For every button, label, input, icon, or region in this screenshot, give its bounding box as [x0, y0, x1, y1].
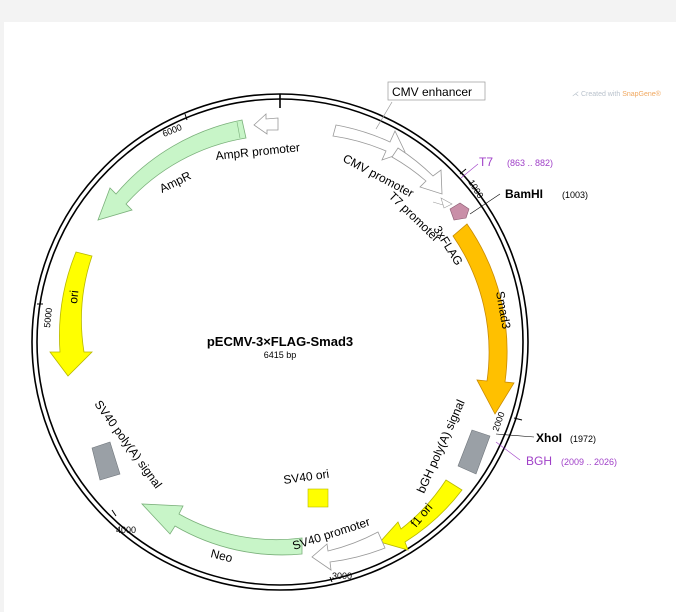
- bgh-site-leader: [495, 441, 521, 461]
- snapgene-credit: ⋌ Created with SnapGene®: [572, 90, 661, 98]
- page-card: ⋌ Created with SnapGene® 1000 2000 3000 …: [4, 22, 676, 612]
- sv40-promoter-arrow: [311, 531, 386, 571]
- tick-mark-4000: [111, 509, 117, 517]
- snapgene-logo-icon: ⋌: [572, 91, 581, 98]
- credit-brand: SnapGene®: [622, 91, 661, 98]
- t7-promoter-arrow: [440, 197, 453, 209]
- smad3-arrow: [452, 223, 515, 415]
- credit-prefix: Created with: [580, 91, 623, 98]
- cmv-enhancer-label: CMV enhancer: [392, 85, 472, 99]
- ori-label: ori: [66, 290, 81, 305]
- flag-tag-marker: [449, 202, 470, 221]
- ampr-promoter-label: AmpR promoter: [215, 140, 301, 163]
- neo-arrow: [141, 503, 303, 556]
- bgh-site-name: BGH: [526, 454, 552, 468]
- xhoi-leader: [495, 433, 535, 438]
- tick-label-2000: 2000: [490, 410, 506, 432]
- plasmid-size: 6415 bp: [264, 350, 297, 360]
- tick-label-3000: 3000: [332, 571, 352, 581]
- smad3-label: Smad3: [493, 290, 513, 330]
- t7-site-range: (863 .. 882): [507, 158, 553, 168]
- cmv-enhancer-leader: [375, 101, 393, 130]
- xhoi-pos: (1972): [570, 434, 596, 444]
- tick-label-6000: 6000: [161, 122, 183, 139]
- plasmid-map: 1000 2000 3000 4000 5000 6000 CMV enhanc…: [31, 81, 617, 591]
- xhoi-name: XhoI: [536, 431, 562, 445]
- t7-site-leader: [460, 163, 479, 179]
- tick-mark-1000: [459, 168, 467, 175]
- sv40-ori-label: SV40 ori: [282, 467, 330, 487]
- ampr-arrow: [97, 119, 247, 221]
- ori-arrow: [49, 251, 93, 377]
- ampr-label: AmpR: [157, 168, 193, 195]
- t7-promoter-tick: [432, 201, 444, 206]
- bamhi-leader: [469, 193, 501, 215]
- bgh-site-range: (2009 .. 2026): [561, 457, 617, 467]
- t7-site-name: T7: [479, 155, 493, 169]
- ampr-divider: [236, 121, 241, 139]
- tick-label-4000: 4000: [116, 525, 136, 535]
- bgh-polya-label: bGH poly(A) signal: [414, 398, 468, 496]
- tick-mark-3000: [329, 576, 333, 583]
- map-panel: ⋌ Created with SnapGene® 1000 2000 3000 …: [20, 42, 666, 612]
- tick-mark-6000: [184, 113, 188, 121]
- tick-label-5000: 5000: [42, 307, 54, 328]
- neo-label: Neo: [209, 546, 234, 565]
- plasmid-name: pECMV-3×FLAG-Smad3: [207, 334, 353, 349]
- bgh-polya-block: [457, 429, 491, 475]
- cmv-promoter-arrow: [391, 147, 443, 195]
- bamhi-pos: (1003): [562, 190, 588, 200]
- bamhi-name: BamHI: [505, 187, 543, 201]
- sv40-ori-block: [307, 488, 329, 508]
- ampr-promoter-arrow: [253, 113, 279, 135]
- f1-ori-arrow: [379, 479, 463, 551]
- cmv-enhancer-label-box: [387, 81, 486, 101]
- sv40-polya-block: [91, 441, 121, 481]
- tick-mark-2000: [513, 417, 523, 421]
